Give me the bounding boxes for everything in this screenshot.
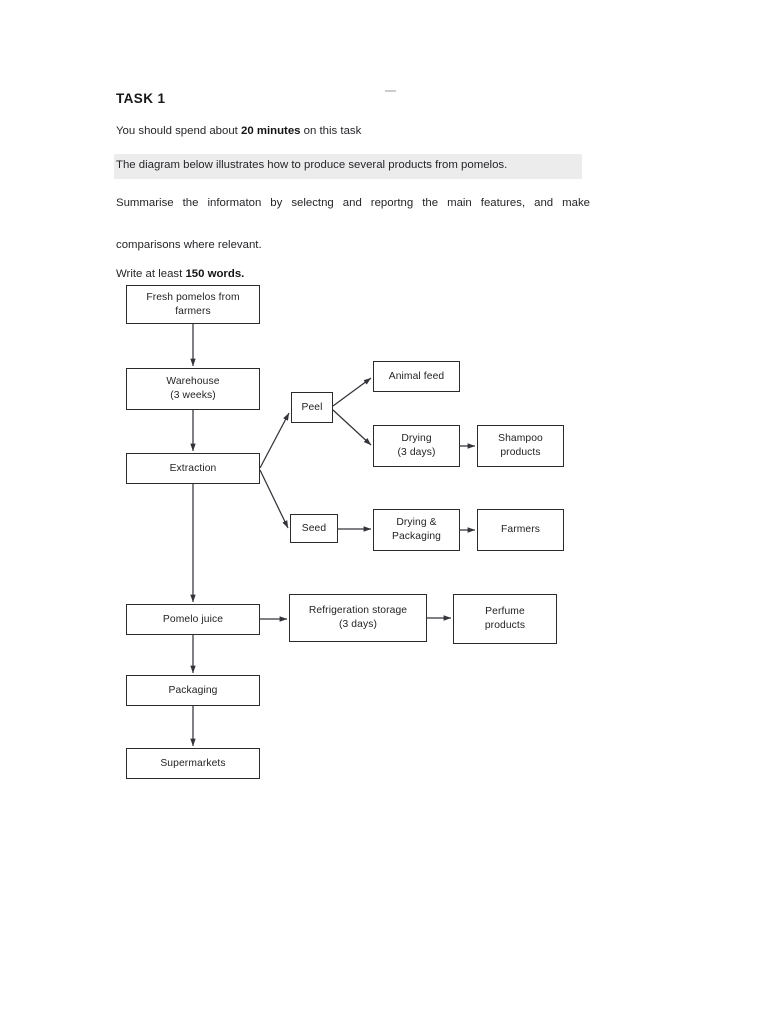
node-seed-line-1: Seed [301, 522, 327, 534]
scan-artifact-dash [385, 90, 396, 92]
node-supermarkets-line-1: Supermarkets [160, 757, 226, 769]
node-perfume-products-line-2: products [484, 620, 526, 631]
node-packaging: Packaging [126, 675, 260, 706]
node-drying-peel: Drying (3 days) [373, 425, 460, 467]
instruction-time-text-after: on this task [300, 124, 362, 137]
node-fresh-pomelos-line-2: farmers [175, 305, 211, 317]
edge-extraction-to-seed [259, 469, 289, 529]
node-animal-feed: Animal feed [373, 361, 460, 392]
node-extraction-line-1: Extraction [169, 462, 217, 474]
node-warehouse-line-2: (3 weeks) [170, 390, 216, 401]
edge-peel-to-animal-feed [332, 377, 372, 407]
node-packaging-line-1: Packaging [168, 684, 218, 696]
node-farmers: Farmers [477, 509, 564, 551]
instruction-wordcount: Write at least 150 words. [116, 267, 590, 282]
node-shampoo-products-line-1: Shampoo [498, 433, 543, 445]
node-pomelo-juice-line-1: Pomelo juice [162, 613, 224, 625]
node-refrigeration-storage: Refrigeration storage (3 days) [289, 594, 427, 642]
node-drying-and-packaging: Drying & Packaging [373, 509, 460, 551]
node-seed: Seed [290, 514, 338, 543]
node-animal-feed-line-1: Animal feed [388, 370, 445, 382]
node-pomelo-juice: Pomelo juice [126, 604, 260, 635]
node-peel: Peel [291, 392, 333, 423]
node-warehouse-line-1: Warehouse [166, 376, 220, 388]
node-peel-line-1: Peel [301, 401, 323, 413]
node-drying-peel-line-2: (3 days) [397, 447, 436, 458]
instruction-summarise-line-1: Summarise the informaton by selectng and… [116, 196, 590, 209]
instruction-topic-text: The diagram below illustrates how to pro… [116, 159, 508, 172]
node-drying-and-packaging-line-1: Drying & [396, 517, 437, 529]
node-farmers-line-1: Farmers [500, 524, 541, 536]
node-fresh-pomelos-line-1: Fresh pomelos from [146, 291, 240, 303]
instruction-time: You should spend about 20 minutes on thi… [116, 124, 590, 139]
node-drying-and-packaging-line-2: Packaging [392, 531, 441, 542]
node-refrigeration-storage-line-1: Refrigeration storage [308, 605, 408, 617]
node-extraction: Extraction [126, 453, 260, 484]
node-refrigeration-storage-line-2: (3 days) [338, 619, 377, 630]
instruction-topic: The diagram below illustrates how to pro… [114, 154, 582, 179]
node-fresh-pomelos: Fresh pomelos from farmers [126, 285, 260, 324]
instruction-wordcount-text-before: Write at least [116, 267, 186, 280]
node-warehouse: Warehouse (3 weeks) [126, 368, 260, 410]
edge-peel-to-drying [332, 409, 372, 446]
node-shampoo-products: Shampoo products [477, 425, 564, 467]
instruction-time-text-before: You should spend about [116, 124, 241, 137]
node-perfume-products-line-1: Perfume [485, 606, 525, 618]
node-drying-peel-line-1: Drying [401, 433, 432, 445]
page-title: TASK 1 [116, 91, 166, 106]
instruction-time-duration: 20 minutes [241, 124, 301, 137]
task-prompt-block: TASK 1 You should spend about 20 minutes… [114, 91, 590, 297]
edge-extraction-to-peel [259, 412, 290, 469]
node-perfume-products: Perfume products [453, 594, 557, 644]
instruction-summarise: Summarise the informaton by selectng and… [116, 193, 590, 256]
instruction-summarise-line-2: comparisons where relevant. [116, 238, 262, 251]
node-supermarkets: Supermarkets [126, 748, 260, 779]
instruction-wordcount-value: 150 words. [185, 267, 245, 280]
node-shampoo-products-line-2: products [500, 447, 541, 458]
